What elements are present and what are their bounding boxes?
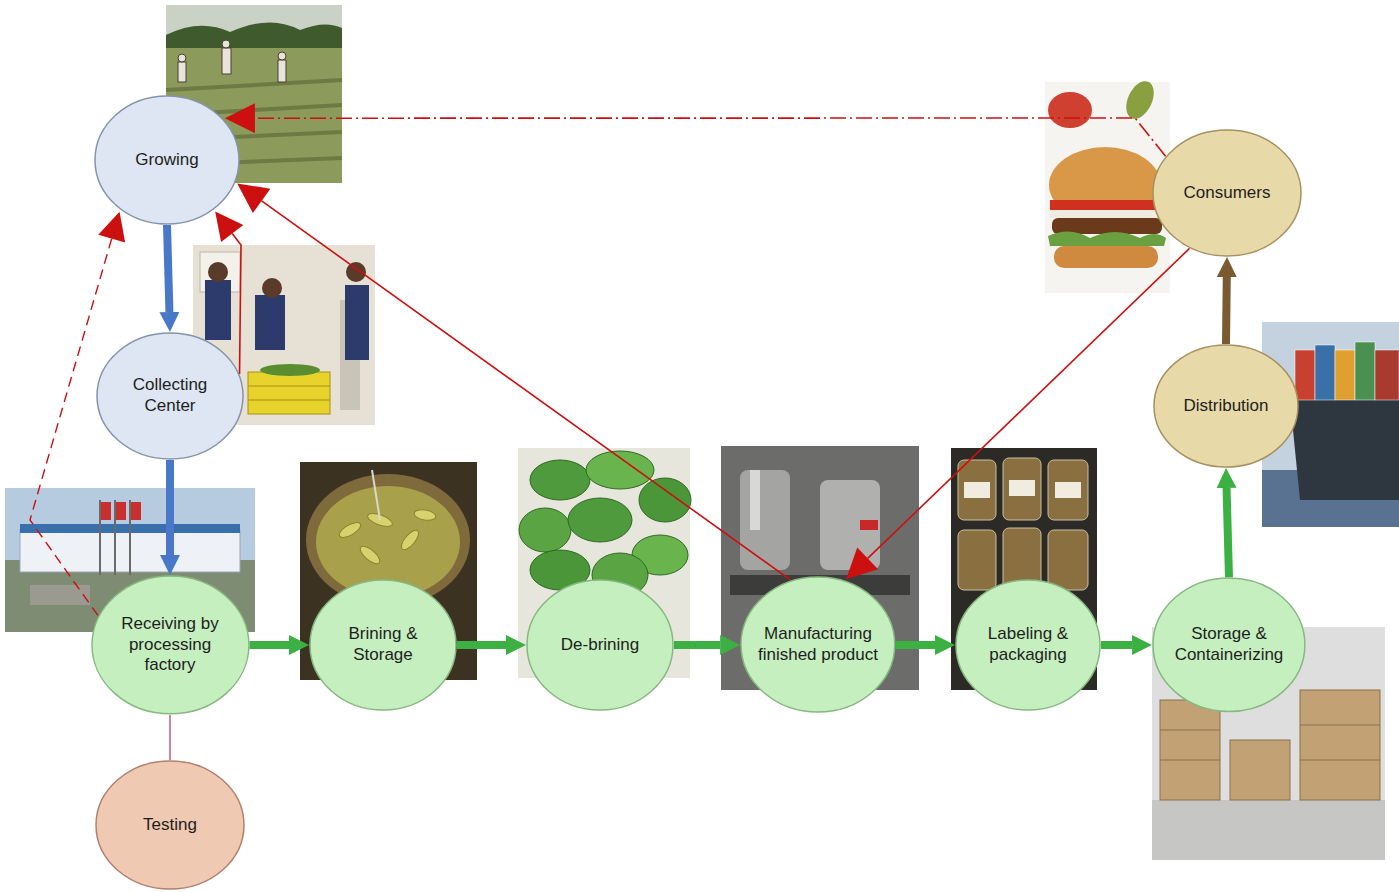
process-circle: Brining & Storage — [309, 579, 457, 711]
text-group: Receiving by processing factory — [114, 614, 226, 676]
circle-shape — [1153, 130, 1301, 256]
node-label: De-brining — [561, 635, 639, 656]
flow-arrow — [262, 201, 792, 581]
text-group: Testing — [143, 815, 197, 836]
node-label: Brining & Storage — [333, 624, 433, 665]
circle-shape — [96, 761, 244, 889]
circle-shape — [741, 577, 895, 712]
circle-shape — [95, 96, 239, 224]
text-group: De-brining — [561, 635, 639, 656]
flow-arrow — [1101, 641, 1132, 649]
text-group: Storage & Containerizing — [1169, 624, 1289, 665]
process-circle: Manufacturing finished product — [740, 576, 896, 713]
text-group: Growing — [135, 150, 198, 171]
node-label: Growing — [135, 150, 198, 171]
burger-photo — [1045, 77, 1170, 293]
node-label: Testing — [143, 815, 197, 836]
process-circle: Consumers — [1152, 129, 1302, 257]
flow-arrow — [167, 225, 169, 312]
flow-arrow — [249, 641, 289, 649]
flow-arrow — [169, 715, 171, 760]
process-circle: Distribution — [1153, 344, 1299, 468]
text-group: Consumers — [1184, 183, 1271, 204]
text-group: Labeling & packaging — [978, 624, 1078, 665]
text-group: Collecting Center — [120, 375, 220, 416]
text-group: Manufacturing finished product — [757, 624, 879, 665]
flow-arrow — [1227, 488, 1229, 577]
text-group: Brining & Storage — [333, 624, 433, 665]
flow-arrow — [255, 118, 1166, 156]
process-circle: Growing — [94, 95, 240, 225]
process-circle: Receiving by processing factory — [91, 575, 250, 715]
process-circle: Collecting Center — [96, 332, 244, 460]
flow-arrow — [1222, 277, 1231, 344]
flow-arrow — [457, 641, 506, 649]
node-label: Storage & Containerizing — [1169, 624, 1289, 665]
circle-shape — [527, 580, 673, 710]
process-circle: Labeling & packaging — [955, 579, 1101, 711]
flow-arrow — [30, 239, 112, 616]
process-circle: Testing — [95, 760, 245, 890]
text-group: Distribution — [1183, 396, 1268, 417]
circle-shape — [97, 333, 243, 459]
node-label: Collecting Center — [120, 375, 220, 416]
process-circle: De-brining — [526, 579, 674, 711]
flow-arrow — [868, 248, 1190, 558]
flow-arrow — [896, 641, 935, 649]
node-label: Distribution — [1183, 396, 1268, 417]
circle-shape — [310, 580, 456, 710]
flow-arrow — [674, 641, 720, 649]
node-label: Labeling & packaging — [978, 624, 1078, 665]
flow-arrow — [232, 234, 241, 375]
node-label: Manufacturing finished product — [757, 624, 879, 665]
flow-arrow — [166, 460, 174, 555]
node-label: Consumers — [1184, 183, 1271, 204]
node-label: Receiving by processing factory — [114, 614, 226, 676]
process-circle: Storage & Containerizing — [1152, 577, 1306, 712]
circle-shape — [956, 580, 1100, 710]
circle-shape — [92, 576, 249, 714]
circle-shape — [1153, 578, 1305, 711]
circle-shape — [1154, 345, 1298, 467]
